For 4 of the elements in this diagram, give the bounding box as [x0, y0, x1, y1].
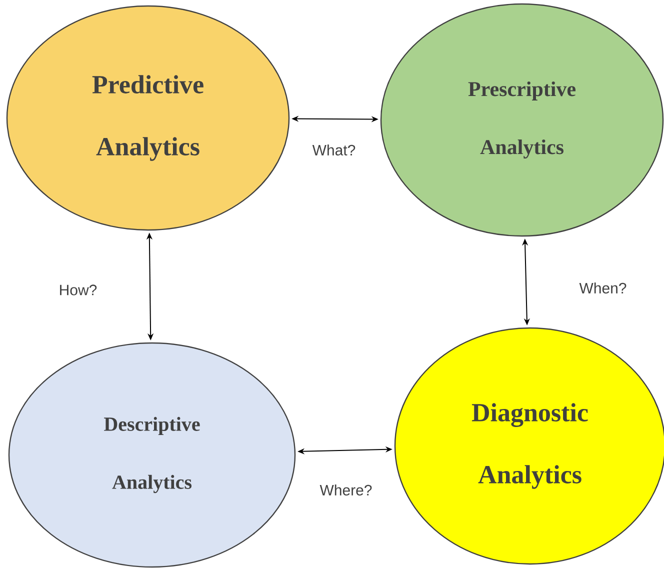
edge-label: How?: [60, 284, 97, 296]
edge-label: When?: [579, 282, 626, 294]
edge-label: What?: [312, 144, 356, 156]
edge-label: Where?: [320, 484, 372, 496]
